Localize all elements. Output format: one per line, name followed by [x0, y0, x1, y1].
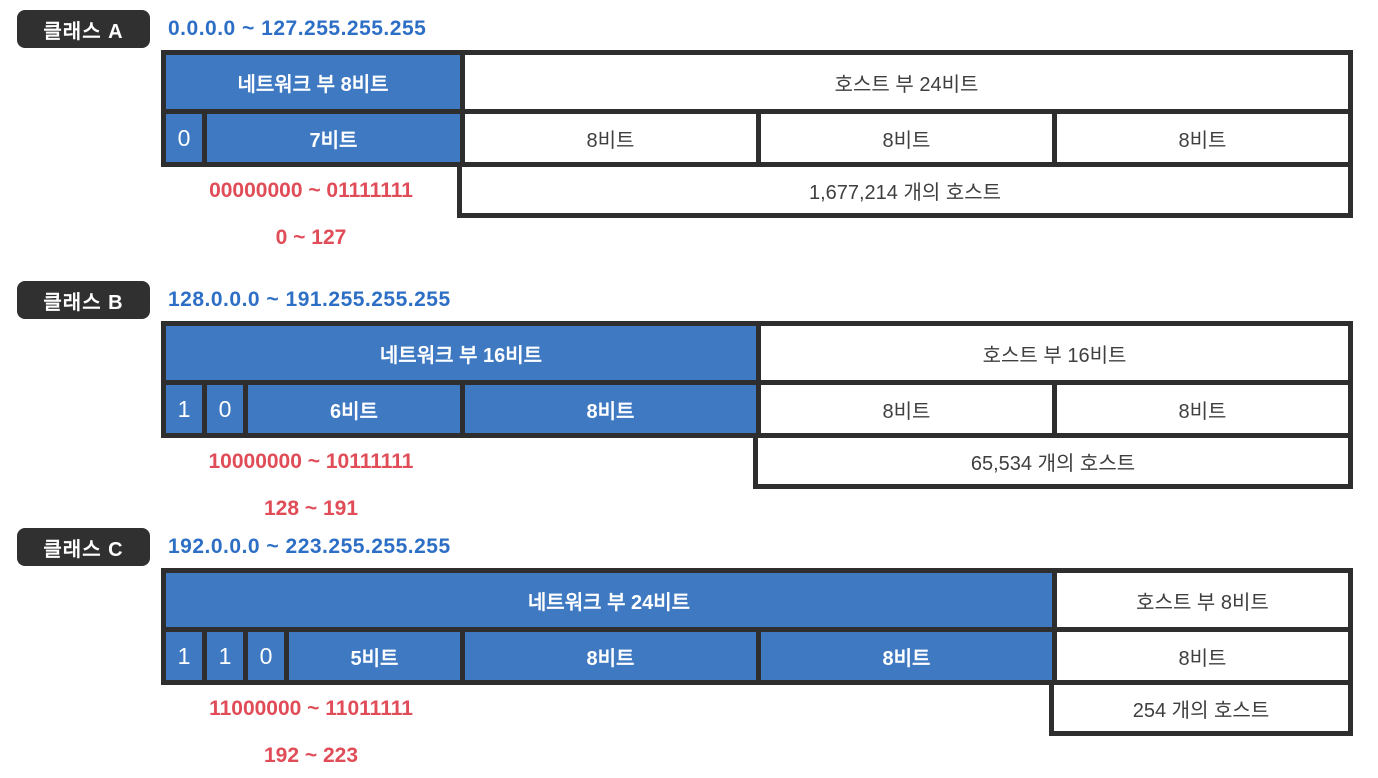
class-a-section: 클래스 A 0.0.0.0 ~ 127.255.255.255 네트워크 부 8…	[0, 10, 1378, 260]
class-c-ip-range: 192.0.0.0 ~ 223.255.255.255	[168, 535, 451, 558]
network-bits-cell: 5비트	[289, 632, 460, 680]
class-a-bit-table: 네트워크 부 8비트 호스트 부 24비트 0 7비트 8비트 8비트 8비트	[161, 50, 1353, 167]
class-b-ip-range: 128.0.0.0 ~ 191.255.255.255	[168, 288, 451, 311]
host-part-header-cell: 호스트 부 8비트	[1057, 573, 1348, 627]
decimal-range-label: 128 ~ 191	[263, 497, 358, 520]
network-octet-cell: 8비트	[465, 632, 756, 680]
host-part-header-cell: 호스트 부 16비트	[761, 326, 1348, 380]
network-part-header-cell: 네트워크 부 8비트	[166, 55, 460, 109]
octet-cell: 8비트	[761, 114, 1052, 162]
octet-cell: 8비트	[1057, 385, 1348, 433]
class-c-bit-table: 네트워크 부 24비트 호스트 부 8비트 1 1 0 5비트 8비트 8비트 …	[161, 568, 1353, 685]
class-a-badge: 클래스 A	[17, 10, 150, 48]
binary-range-label: 10000000 ~ 10111111	[208, 450, 414, 473]
network-part-header-cell: 네트워크 부 16비트	[166, 326, 756, 380]
network-part-header-cell: 네트워크 부 24비트	[166, 573, 1052, 627]
network-octet-cell: 8비트	[465, 385, 756, 433]
class-b-section: 클래스 B 128.0.0.0 ~ 191.255.255.255 네트워크 부…	[0, 281, 1378, 531]
host-count-box: 1,677,214 개의 호스트	[457, 162, 1353, 218]
octet-cell: 8비트	[761, 385, 1052, 433]
class-c-section: 클래스 C 192.0.0.0 ~ 223.255.255.255 네트워크 부…	[0, 528, 1378, 778]
binary-range-label: 11000000 ~ 11011111	[209, 697, 413, 720]
class-c-octet-row: 1 1 0 5비트 8비트 8비트 8비트	[166, 632, 1348, 680]
class-a-header-row: 네트워크 부 8비트 호스트 부 24비트	[166, 55, 1348, 109]
decimal-range-label: 0 ~ 127	[275, 226, 347, 249]
octet-cell: 8비트	[1057, 632, 1348, 680]
host-part-header-cell: 호스트 부 24비트	[465, 55, 1348, 109]
network-bits-cell: 7비트	[207, 114, 460, 162]
host-count-box: 65,534 개의 호스트	[753, 433, 1353, 489]
leading-bit-cell: 1	[207, 632, 243, 680]
octet-cell: 8비트	[465, 114, 756, 162]
leading-bit-cell: 0	[166, 114, 202, 162]
class-c-header-row: 네트워크 부 24비트 호스트 부 8비트	[166, 573, 1348, 627]
class-a-octet-row: 0 7비트 8비트 8비트 8비트	[166, 114, 1348, 162]
class-a-ip-range: 0.0.0.0 ~ 127.255.255.255	[168, 17, 427, 40]
network-octet-cell: 8비트	[761, 632, 1052, 680]
decimal-range-label: 192 ~ 223	[263, 744, 358, 767]
class-b-octet-row: 1 0 6비트 8비트 8비트 8비트	[166, 385, 1348, 433]
class-c-badge: 클래스 C	[17, 528, 150, 566]
host-count-box: 254 개의 호스트	[1049, 680, 1353, 736]
leading-bit-cell: 1	[166, 632, 202, 680]
class-b-bit-table: 네트워크 부 16비트 호스트 부 16비트 1 0 6비트 8비트 8비트 8…	[161, 321, 1353, 438]
octet-cell: 8비트	[1057, 114, 1348, 162]
class-b-badge: 클래스 B	[17, 281, 150, 319]
leading-bit-cell: 0	[207, 385, 243, 433]
binary-range-label: 00000000 ~ 01111111	[209, 179, 413, 202]
class-b-header-row: 네트워크 부 16비트 호스트 부 16비트	[166, 326, 1348, 380]
leading-bit-cell: 1	[166, 385, 202, 433]
leading-bit-cell: 0	[248, 632, 284, 680]
network-bits-cell: 6비트	[248, 385, 460, 433]
